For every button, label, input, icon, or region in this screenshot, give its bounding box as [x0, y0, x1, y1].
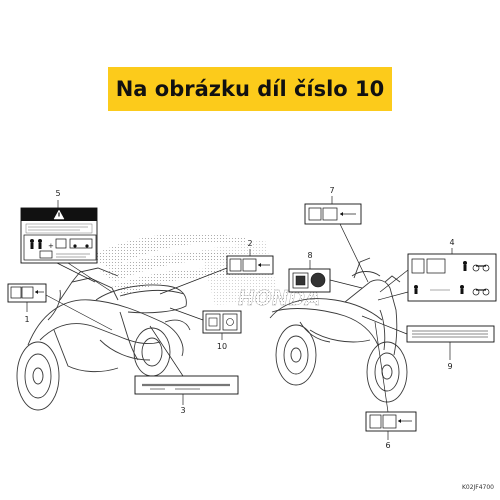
- scooter-right-drawing: [269, 257, 408, 403]
- callout-8: 8: [307, 251, 312, 260]
- label-9-decal: [406, 325, 495, 343]
- callout-10: 10: [217, 342, 227, 351]
- label-2-decal: [226, 255, 274, 275]
- part-number-banner: Na obrázku díl číslo 10: [108, 67, 392, 111]
- label-1-decal: [7, 283, 47, 303]
- callout-9: 9: [447, 362, 452, 371]
- callout-numbers: 1 2 3 4 5 6 7 8 9 10: [24, 186, 454, 450]
- diagram-code: K02JF4700: [462, 484, 494, 491]
- label-10-decal: [202, 310, 242, 334]
- callout-7: 7: [329, 186, 334, 195]
- scooter-left-drawing: [16, 267, 191, 411]
- callout-1: 1: [24, 315, 29, 324]
- callout-2: 2: [247, 239, 252, 248]
- svg-text:+: +: [48, 242, 54, 250]
- callout-4: 4: [449, 238, 454, 247]
- label-3-decal: [134, 375, 239, 395]
- callout-6: 6: [385, 441, 390, 450]
- label-7-decal: [304, 203, 362, 225]
- label-5-warning-decal: +: [20, 207, 98, 264]
- callout-5: 5: [55, 189, 60, 198]
- leader-lines: [26, 196, 453, 440]
- callout-3: 3: [180, 406, 185, 415]
- label-6-decal: [365, 411, 417, 432]
- honda-wing-logo: HONDA: [88, 233, 321, 310]
- label-4-decal: [407, 253, 497, 302]
- label-8-decal: [288, 268, 331, 293]
